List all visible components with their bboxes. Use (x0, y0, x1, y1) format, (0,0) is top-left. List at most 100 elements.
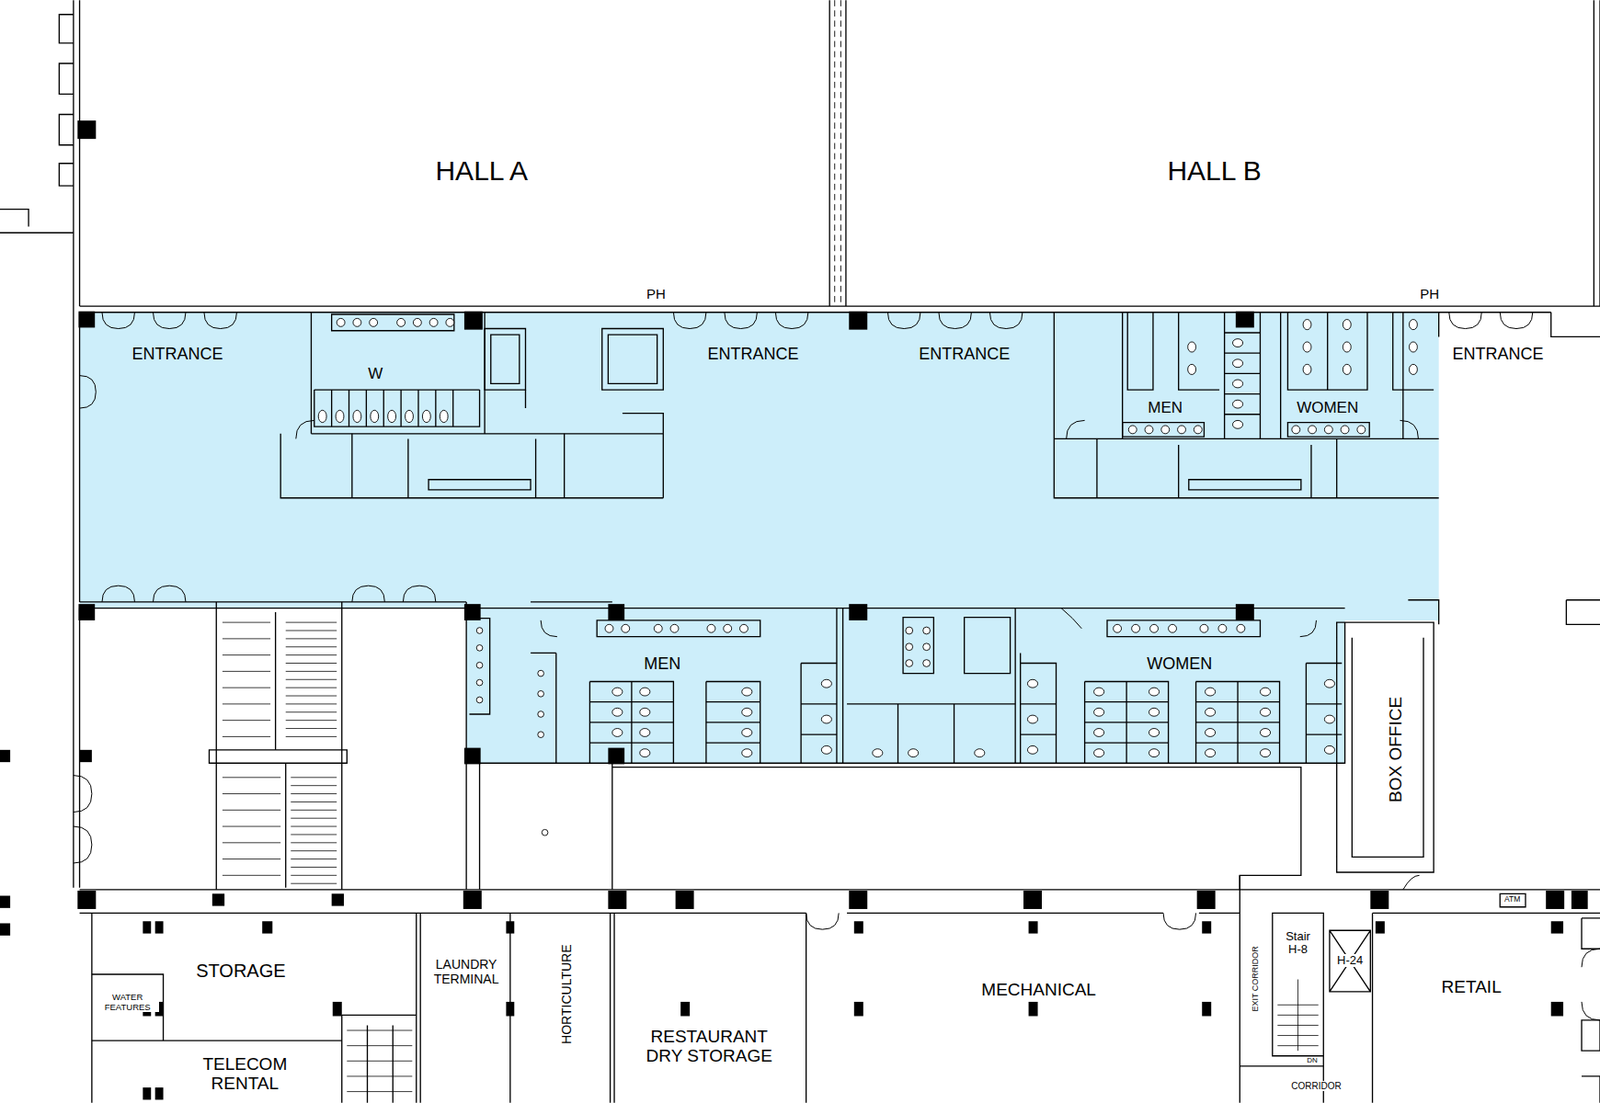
wall (706, 681, 761, 764)
wall (428, 480, 531, 491)
plumbing-fixture (476, 662, 483, 669)
plumbing-fixture (1128, 425, 1137, 435)
structural-column (142, 1087, 151, 1100)
room-label: MEN (1145, 400, 1185, 418)
room-label: BOX OFFICE (1386, 695, 1406, 805)
plumbing-fixture (1027, 679, 1038, 688)
structural-column (1023, 891, 1042, 910)
room: EXIT CORRIDOR (1248, 938, 1264, 1021)
plumbing-fixture (1302, 364, 1312, 375)
room-label: LAUNDRY TERMINAL (422, 958, 510, 987)
room-label: HALL B (1165, 155, 1263, 186)
plumbing-fixture (612, 687, 623, 697)
plumbing-fixture (905, 627, 914, 635)
wall (1020, 663, 1057, 765)
wall (468, 618, 490, 715)
structural-column (854, 921, 864, 934)
structural-column (607, 748, 625, 766)
stair-tread (222, 622, 271, 737)
structural-column (142, 921, 151, 934)
room-label: Stair H-8 (1277, 930, 1318, 958)
wall (314, 389, 480, 427)
plumbing-fixture (1205, 687, 1216, 697)
wall (602, 329, 664, 391)
wall (1097, 438, 1338, 498)
lobby-fill (80, 312, 1440, 764)
room-label: HORTICULTURE (559, 943, 573, 1047)
plumbing-fixture (1177, 425, 1187, 435)
plumbing-fixture (923, 643, 931, 652)
room: HALL B (1112, 145, 1317, 196)
room: TELECOM RENTAL (176, 1052, 313, 1097)
structural-column (1545, 891, 1565, 910)
door-swing (540, 608, 1316, 638)
plumbing-fixture (821, 715, 832, 724)
plumbing-fixture (537, 670, 545, 677)
plumbing-fixture (318, 318, 1418, 836)
plumbing-fixture (742, 729, 753, 738)
structural-column (77, 891, 96, 910)
wall (0, 209, 74, 234)
room: W (363, 364, 389, 385)
plumbing-fixture (640, 687, 651, 697)
wall (1593, 0, 1600, 307)
plumbing-fixture (1233, 359, 1244, 368)
plumbing-fixture (476, 645, 483, 652)
room: MEN (1140, 398, 1191, 419)
plumbing-fixture (1324, 715, 1335, 724)
plumbing-fixture (1150, 624, 1159, 633)
room-label: MECHANICAL (979, 981, 1098, 1001)
structural-column (680, 1002, 690, 1018)
wall (331, 314, 455, 332)
wall (1085, 681, 1169, 764)
plumbing-fixture (1302, 320, 1312, 331)
structural-column (464, 604, 481, 621)
room-label: W (365, 365, 385, 384)
plumbing-fixture (1408, 342, 1418, 353)
wall (80, 890, 1600, 915)
plumbing-fixture (905, 643, 914, 652)
room: BOX OFFICE (1380, 683, 1411, 816)
structural-column (854, 1002, 864, 1018)
room-label: CORRIDOR (1289, 1081, 1343, 1092)
door-swing (296, 420, 1419, 439)
structural-column (212, 893, 225, 906)
structural-column (1201, 1002, 1212, 1018)
plumbing-fixture (1113, 624, 1122, 633)
plumbing-fixture (621, 624, 630, 633)
plumbing-fixture (1218, 624, 1227, 633)
structural-column (155, 1087, 164, 1100)
room-label: WOMEN (1294, 400, 1360, 418)
plumbing-fixture (640, 749, 651, 758)
wall (1178, 312, 1434, 390)
structural-column (155, 921, 164, 934)
door-swing (80, 376, 97, 410)
plumbing-fixture (640, 729, 651, 738)
plumbing-fixture (1357, 425, 1366, 435)
room-label: STORAGE (194, 960, 287, 982)
plumbing-fixture (1205, 749, 1216, 758)
plumbing-fixture (742, 708, 753, 717)
plumbing-fixture (1149, 687, 1160, 697)
room-label: TELECOM RENTAL (178, 1055, 311, 1095)
structural-column (0, 923, 11, 936)
room: H-24 (1331, 951, 1369, 971)
wall (1329, 930, 1371, 993)
wall (1188, 480, 1302, 491)
plumbing-fixture (923, 627, 931, 635)
structural-column (262, 921, 273, 934)
structural-column (332, 1002, 343, 1018)
plumbing-fixture (612, 708, 623, 717)
plumbing-fixture (1259, 729, 1270, 738)
wall (80, 306, 1600, 337)
structural-column (1197, 891, 1216, 910)
plumbing-fixture (1027, 745, 1038, 755)
plumbing-fixture (1259, 708, 1270, 717)
structural-column (1201, 921, 1212, 934)
wall (1224, 332, 1261, 415)
plumbing-fixture (872, 749, 883, 758)
room-label: ENTRANCE (916, 345, 1012, 365)
structural-column (675, 891, 695, 910)
